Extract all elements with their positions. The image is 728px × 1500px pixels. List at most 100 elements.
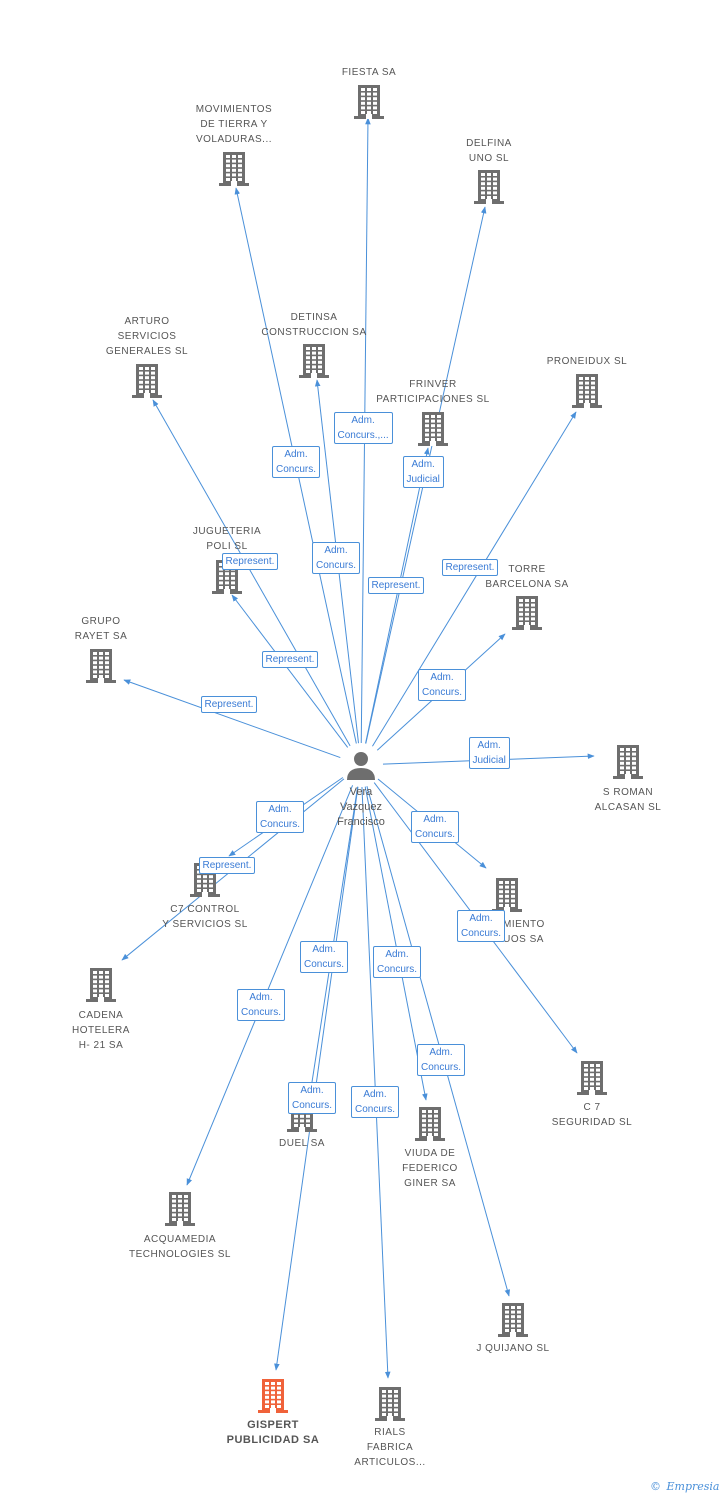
edge-label-line: Concurs. bbox=[377, 964, 418, 975]
edge-label-movimientos[interactable]: Adm.Concurs. bbox=[272, 446, 321, 478]
company-label: GRUPO RAYET SA bbox=[26, 614, 176, 644]
company-label-line: DUEL SA bbox=[279, 1138, 325, 1149]
edge-label-line: Concurs. bbox=[415, 829, 456, 840]
edge-label-c7seg[interactable]: Adm.Concurs. bbox=[457, 910, 506, 942]
edge-gispert bbox=[274, 786, 359, 1371]
company-label-line: FRINVER bbox=[409, 379, 457, 390]
edge-label-line: Adm. bbox=[268, 804, 292, 815]
edge-label-gispert[interactable]: Adm.Concurs. bbox=[288, 1082, 337, 1114]
edge-label-frinver[interactable]: Represent. bbox=[367, 576, 425, 594]
company-label-line: POLI SL bbox=[206, 541, 248, 552]
company-label-line: C 7 bbox=[583, 1102, 601, 1113]
company-label-line: TORRE bbox=[508, 564, 546, 575]
company-label-line: BARCELONA SA bbox=[485, 579, 569, 590]
edge-frinver bbox=[365, 447, 430, 744]
edge-acquamedia bbox=[186, 785, 354, 1186]
edge-jquijano bbox=[366, 786, 511, 1297]
company-node-gispert[interactable]: GISPERT PUBLICIDAD SA bbox=[198, 1379, 348, 1446]
company-label-line: RIALS bbox=[374, 1427, 406, 1438]
edge-label-detinsa[interactable]: Adm.Concurs. bbox=[312, 542, 361, 574]
edge-label-jugueteria[interactable]: Represent. bbox=[261, 650, 319, 668]
edge-label-line: Concurs. bbox=[421, 1062, 462, 1073]
company-label-line: SEGURIDAD SL bbox=[551, 1117, 633, 1128]
edge-label-duel[interactable]: Adm.Concurs. bbox=[300, 941, 349, 973]
building-icon bbox=[299, 344, 329, 378]
brand-name: Empresia bbox=[666, 1480, 720, 1493]
edge-label-proneidux[interactable]: Represent. bbox=[441, 558, 499, 576]
edge-label-acquamedia[interactable]: Adm.Concurs. bbox=[237, 989, 286, 1021]
edge-label-line: Judicial bbox=[406, 474, 440, 485]
edge-label-line: Adm. bbox=[477, 740, 501, 751]
edge-label-sroman[interactable]: Adm.Judicial bbox=[468, 737, 510, 769]
edge-label-line: Concurs. bbox=[422, 687, 463, 698]
company-label: J QUIJANO SL bbox=[438, 1341, 588, 1356]
company-label-line: GISPERT bbox=[247, 1419, 299, 1431]
building-icon bbox=[613, 745, 643, 779]
edge-duel bbox=[308, 786, 359, 1096]
edge-label-line: Concurs. bbox=[461, 928, 502, 939]
edge-label-rials[interactable]: Adm.Concurs. bbox=[351, 1086, 400, 1118]
company-node-grupo[interactable]: GRUPO RAYET SA bbox=[26, 616, 176, 683]
edge-jugueteria bbox=[231, 594, 349, 748]
company-node-jquijano[interactable]: J QUIJANO SL bbox=[438, 1303, 588, 1354]
company-node-torre[interactable]: TORRE BARCELONA SA bbox=[452, 564, 602, 630]
brand-watermark: © Empresia bbox=[650, 1480, 720, 1493]
edge-label-grupo[interactable]: Represent. bbox=[200, 695, 258, 713]
edge-label-tratamiento[interactable]: Adm.Concurs. bbox=[411, 811, 460, 843]
company-label-line: VOLADURAS... bbox=[195, 134, 273, 145]
building-icon bbox=[86, 649, 116, 683]
company-node-fiesta[interactable]: FIESTA SA bbox=[294, 67, 444, 119]
company-label-line: PUBLICIDAD SA bbox=[226, 1434, 320, 1446]
company-label: GISPERT PUBLICIDAD SA bbox=[198, 1418, 348, 1448]
company-label-line: ARTURO bbox=[124, 316, 170, 327]
edge-label-c7control[interactable]: Adm. Concurs. bbox=[256, 801, 305, 833]
company-label-line: FIESTA SA bbox=[341, 67, 397, 78]
building-icon bbox=[474, 170, 504, 204]
building-icon bbox=[572, 374, 602, 408]
edge-label-line: Concurs. bbox=[292, 1100, 333, 1111]
company-label-line: S ROMAN bbox=[602, 787, 654, 798]
building-icon bbox=[165, 1192, 195, 1226]
company-label: C 7 SEGURIDAD SL bbox=[517, 1100, 667, 1130]
edge-label-fiesta[interactable]: Adm. Concurs.,... bbox=[333, 412, 393, 444]
edge-label-arturo[interactable]: Represent. bbox=[221, 552, 279, 570]
edge-label-line: Concurs.,... bbox=[337, 430, 389, 441]
copyright-symbol: © bbox=[650, 1480, 661, 1493]
company-node-c7seg[interactable]: C 7 SEGURIDAD SL bbox=[517, 1061, 667, 1128]
edge-label-line: Represent. bbox=[445, 561, 495, 573]
edge-label-torre[interactable]: Adm.Concurs. bbox=[418, 669, 467, 701]
edge-label-jquijano[interactable]: Adm.Concurs. bbox=[417, 1044, 466, 1076]
company-label-line: GRUPO bbox=[81, 616, 121, 627]
company-label-line: ACQUAMEDIA bbox=[143, 1234, 217, 1245]
edge-label-delfina[interactable]: Adm.Judicial bbox=[402, 456, 444, 488]
edge-label-line: Concurs. bbox=[260, 819, 301, 830]
company-label-line: RAYET SA bbox=[74, 631, 128, 642]
edge-label-line: Adm. bbox=[351, 415, 375, 426]
edge-label-cadena[interactable]: Represent. bbox=[198, 856, 256, 874]
company-label-line: C7 CONTROL bbox=[170, 904, 240, 915]
edge-label-line: Represent. bbox=[371, 579, 421, 591]
building-icon bbox=[512, 596, 542, 630]
edge-label-viuda[interactable]: Adm.Concurs. bbox=[373, 946, 422, 978]
company-label: TORRE BARCELONA SA bbox=[452, 562, 602, 592]
company-node-proneidux[interactable]: PRONEIDUX SL bbox=[512, 356, 662, 408]
company-label-line: DETINSA bbox=[290, 312, 338, 323]
